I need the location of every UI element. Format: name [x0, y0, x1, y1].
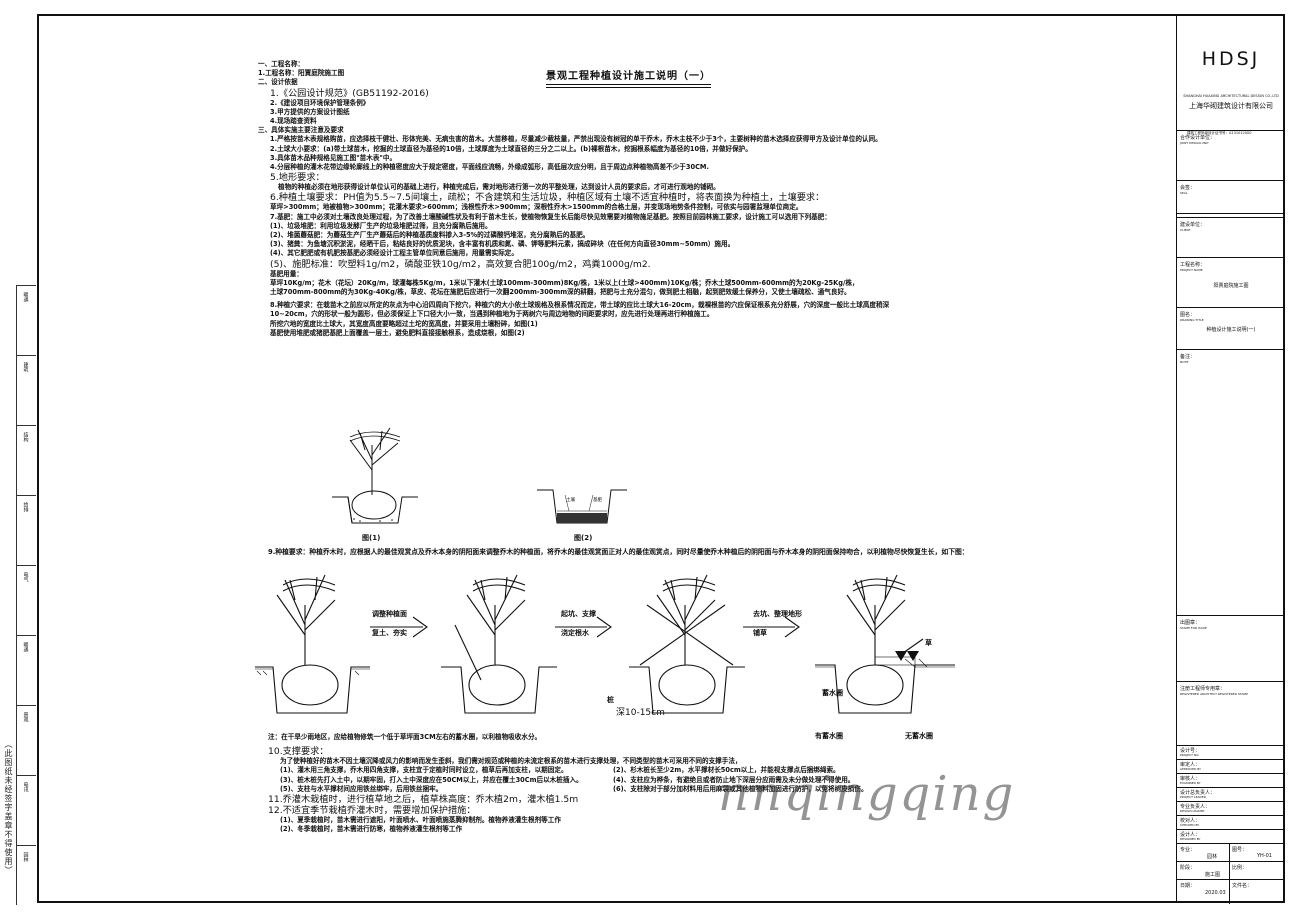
tb-remark: 备注： NOTE — [1177, 349, 1285, 629]
step-2-label-a: 起坑、支撑 — [561, 610, 596, 618]
text-line: 1.严格按苗木表规格购苗，应选择枝干健壮、形体完美、无病虫害的苗木。大苗移植，尽… — [270, 135, 882, 144]
company-logo: HDSJ — [1201, 48, 1261, 70]
drawing-frame — [37, 14, 1285, 903]
tb-seal: 会签： SEAL — [1177, 180, 1285, 213]
text-line: (1)、垃圾堆肥：利用垃圾发酵厂生产的垃圾堆肥过筛，且充分腐熟后施用。 — [270, 221, 492, 230]
spec-text-upper: 一、工程名称： 1.工程名称：阳賈庭院施工图 二、设计依据 1.《公园设计规范》… — [258, 60, 973, 338]
drought-note: 注：在干旱少雨地区，应给植物修筑一个低于草坪面3CM左右的蓄水圈，以利植物吸收水… — [268, 733, 542, 741]
planting-process-diagram — [255, 574, 955, 714]
text-line: 所挖穴地的宽度比土球大，其宽度高度要略超过土坨的宽高度，并要采用土壤粉碎，如图(… — [270, 319, 538, 328]
text-line: 3.具体苗木品种规格见施工图"苗木表"中。 — [270, 153, 397, 162]
text-line: 5.地形要求： — [270, 172, 325, 184]
planting-requirement-text: 9.种植要求：种植乔木时，应根据人的最佳观赏点及乔木本身的阴阳面来调整乔木的种植… — [268, 548, 969, 556]
figure-2-label: 图(2) — [574, 534, 593, 542]
text-line: 10~20cm，穴的形状一般为圆形，但必须保证上下口径大小一致，当遇到种植地为于… — [270, 310, 714, 319]
text-line: 1.《公园设计规范》(GB51192-2016) — [270, 87, 429, 99]
certificate: 建筑工程甲级设计证书号：A131012000 — [1187, 131, 1252, 135]
strip-cell: 结构 — [16, 425, 36, 495]
step-3-label-b: 铺草 — [753, 629, 767, 637]
step-1-label-b: 复土、夯实 — [372, 629, 407, 637]
tb-project: 工程名称： PROJECT NAME 阳賈庭院施工图 — [1177, 257, 1285, 307]
text-line: (5)、施肥标准：吹塑料1g/m2，磷酸亚铁10g/m2，高效复合肥100g/m… — [270, 258, 651, 270]
figure-1-diagram — [332, 427, 418, 524]
watermark: nnqingqing — [718, 766, 1016, 822]
tb-sign-row: 设计人：DESIGNED BY — [1177, 829, 1285, 841]
text-line: 4.分层种植的灌木花带边缘轮廓线上的种植密度应大于规定密度，平面线应流畅，外缘成… — [270, 163, 709, 172]
text-line: 3.甲方提供的方案设计图纸 — [270, 107, 350, 116]
text-line: 土球700mm-800mm的为30Kg-40Kg/株，草皮、花坛在施肥后应进行一… — [270, 288, 851, 297]
step-1-label-a: 调整种植面 — [372, 610, 407, 618]
tb-sign-row: 设计号：PROJECT NO. — [1177, 745, 1285, 757]
figure-2-fertilizer-label: 基肥 — [593, 498, 602, 503]
figure-2-diagram — [537, 489, 627, 524]
tb-meta: 专业： 园林 图号： YH-01 阶段： 施工图 比例： 日期： 2020.03… — [1177, 843, 1285, 904]
text-line: 二、设计依据 — [258, 78, 298, 87]
ring-label: 蓄水圈 — [822, 689, 843, 697]
page-title: 景观工程种植设计施工说明（一） — [546, 67, 711, 88]
tb-reg-stamp: 注册工程师专用章： REGISTERED ARCHITECT REGISTERE… — [1177, 681, 1285, 745]
text-line: 植物的种植必须在地形获得设计单位认可的基础上进行，种植完成后，需对地形进行第一次… — [278, 183, 720, 192]
tb-sign-row: 设计总负责人：PROJECT LEADER — [1177, 787, 1285, 799]
tb-sign-row: 专业负责人：DESIGN LEADER — [1177, 801, 1285, 813]
tb-drawing: 图名： DRAWING TITLE 种植设计施工说明(一) — [1177, 307, 1285, 349]
usage-note: （此图纸未经签字盖章不得使用） — [4, 740, 13, 875]
figure-1-label: 图(1) — [362, 534, 381, 542]
tb-sign-row: 审定人：APPROVED BY — [1177, 759, 1285, 771]
text-line: 8.种植穴要求：在栽苗木之前应以所定的灰点为中心沿四周向下挖穴，种植穴的大小依土… — [270, 301, 890, 310]
text-line: 基肥用量： — [270, 269, 303, 278]
text-line: 1.工程名称：阳賈庭院施工图 — [258, 69, 345, 78]
step-3-label-a: 去坑、整理地形 — [753, 610, 802, 618]
text-line: 12.不适宜季节栽植乔灌木时，需要增加保护措施： — [268, 805, 476, 817]
strip-cell: 暖通 — [16, 635, 36, 705]
text-line: 基肥使用堆肥或猪肥基肥上面覆盖一层土，避免肥料直接接触根系，造成烧根，如图(2) — [270, 328, 525, 337]
text-line: (3)、桩木桩先打入土中，以期牢固，打入土中深度应在50CM以上，并应在覆土30… — [280, 775, 855, 784]
text-line: 一、工程名称： — [258, 60, 305, 68]
text-line: (1)、夏季栽植时，苗木需进行遮阳，叶面喷水、叶面喷施蒸腾抑制剂。植物养液灌生根… — [280, 816, 561, 825]
text-line: 2.《建设项目环境保护管理条例》 — [270, 98, 370, 107]
no-ring-label: 无蓄水圈 — [905, 732, 933, 740]
text-line: 草坪>300mm；地被植物>300mm；花灌木要求>600mm；浅根性乔木>90… — [270, 203, 803, 212]
tb-divider — [1177, 213, 1285, 214]
tb-sign-row: 审核人：EXAMINED BY — [1177, 773, 1285, 785]
strip-cell: 暖通 — [16, 285, 36, 355]
step-2-label-b: 浇定根水 — [561, 629, 589, 637]
text-line: 三、具体实施主要注意及要求 — [258, 126, 344, 135]
text-line: 7.基肥：施工中必须对土壤改良处理过程，为了改善土壤酸碱性状及有利于苗木生长，使… — [270, 212, 831, 221]
figure-2-soil-label: 土壤 — [566, 498, 575, 503]
tb-client: 建设单位： CLIENT — [1177, 217, 1285, 257]
spec-text-lower: 10.支撑要求： 为了使种植好的苗木不因土壤沉降或风力的影响而发生歪斜，我们需对… — [268, 746, 988, 835]
depth-label: 深10-15cm — [616, 708, 665, 718]
strip-cell: 电气 — [16, 565, 36, 635]
stake-label: 桩 — [607, 696, 614, 704]
text-line: (4)、其它肥肥或有机肥按基肥必须经设计工程主管单位同意后施用，用量需实际定。 — [270, 249, 518, 258]
text-line: (2)、堆菌蘑菇肥：为蘑菇生产厂生产蘑菇后的种植基质废料掺入3-5%的过磷酸钙堆… — [270, 231, 590, 240]
text-line: (5)、支柱与水平撑材间应用铁丝绑牢，后用铁丝捆牢。(6)、支柱除对于部分加材料… — [280, 784, 868, 793]
company-name-en: SHANGHAI HUAXING ARCHITECTURAL DESIGN CO… — [1183, 94, 1279, 98]
strip-cell: 电讯 — [16, 775, 36, 845]
text-line: 草坪10Kg/m；花木（花坛）20Kg/m，球灌每株5Kg/m，1米以下灌木(土… — [270, 278, 859, 287]
tb-sign-row: 校对人：CHECKED BY — [1177, 815, 1285, 827]
grass-label: 草 — [925, 639, 932, 647]
title-block: HDSJ SHANGHAI HUAXING ARCHITECTURAL DESI… — [1176, 14, 1285, 904]
text-line: 11.乔灌木栽植时，进行植草地之后，植草株高度：乔木植2m，灌木植1.5m — [268, 794, 579, 806]
text-line: 4.现场踏查资料 — [270, 117, 317, 126]
strip-cell: 建筑 — [16, 355, 36, 425]
text-line: 为了使种植好的苗木不因土壤沉降或风力的影响而发生歪斜，我们需对规范或种植的未流定… — [280, 757, 742, 765]
left-sign-strip: 暖通 建筑 结构 给排 电气 暖通 景观 电讯 园林 — [0, 285, 37, 905]
text-line: 6.种植土壤要求：PH值为5.5~7.5间壤土，疏松；不含建筑和生活垃圾，种植区… — [270, 192, 825, 204]
text-line: (2)、冬季栽植时，苗木需进行防寒，植物养液灌生根剂等工作 — [280, 825, 463, 834]
strip-cell: 景观 — [16, 705, 36, 775]
tb-coop: 合作设计单位： JOINT DESIGN UNIT — [1177, 130, 1285, 180]
strip-cell: 给排 — [16, 495, 36, 565]
tb-stamp: 出图章： STAMP FOR ISSUE — [1177, 615, 1285, 681]
text-line: (1)、灌木用三角支撑，乔木用四角支撑，支柱宜于定植时同时设立，植草后再加支柱，… — [280, 766, 840, 775]
text-line: (3)、猪粪：为鱼塘沉积淤泥，经晒干后，粘结良好的优质泥块，含丰富有机质和氮、磷… — [270, 240, 735, 249]
with-ring-label: 有蓄水圈 — [815, 732, 843, 740]
strip-cell: 园林 — [16, 845, 36, 905]
text-line: 2.土球大小要求：(a)带土球苗木，挖掘的土球直径为基径的10倍，土球厚度为土球… — [270, 144, 752, 153]
text-line: 10.支撑要求： — [268, 746, 329, 757]
company-name: 上海华砌建筑设计有限公司 — [1189, 102, 1273, 110]
